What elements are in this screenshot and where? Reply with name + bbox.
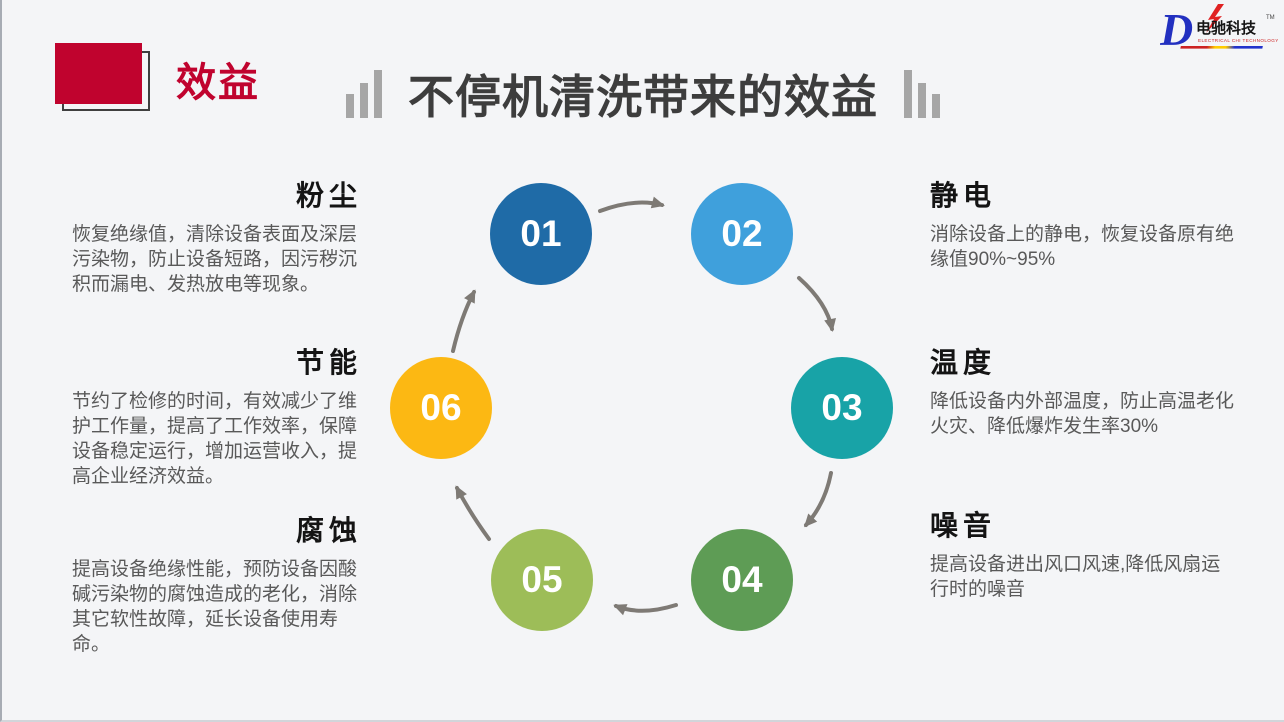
arrow-01-02 bbox=[598, 196, 665, 213]
brand-logo: D 电驰科技 TM ELECTRICAL CHI TECHNOLOGY bbox=[1159, 3, 1278, 57]
benefit-noise: 噪音 提高设备进出风口风速,降低风扇运行时的噪音 bbox=[930, 510, 1236, 602]
benefit-energy-saving: 节能 节约了检修的时间，有效减少了维护工作量，提高了工作效率，保障设备稳定运行，… bbox=[72, 347, 362, 489]
cycle-step-02: 02 bbox=[691, 183, 793, 285]
arrow-06-01 bbox=[451, 289, 476, 353]
benefit-body: 降低设备内外部温度，防止高温老化火灾、降低爆炸发生率30% bbox=[930, 390, 1235, 437]
benefit-body: 提高设备进出风口风速,降低风扇运行时的噪音 bbox=[930, 553, 1221, 600]
benefit-heading: 噪音 bbox=[930, 510, 997, 541]
benefit-heading: 温度 bbox=[930, 347, 997, 378]
cycle-step-04: 04 bbox=[691, 529, 793, 631]
arrow-02-03 bbox=[797, 276, 836, 332]
title-bars-left-icon bbox=[346, 70, 382, 120]
section-label: 效益 bbox=[176, 61, 260, 105]
benefit-heading: 粉尘 bbox=[295, 180, 362, 211]
benefit-body: 恢复绝缘值，清除设备表面及深层污染物，防止设备短路，因污秽沉积而漏电、发热放电等… bbox=[72, 223, 358, 295]
brand-logo-icon: D 电驰科技 TM ELECTRICAL CHI TECHNOLOGY bbox=[1159, 4, 1278, 55]
cycle-step-03: 03 bbox=[791, 357, 893, 459]
benefit-corrosion: 腐蚀 提高设备绝缘性能，预防设备因酸碱污染物的腐蚀造成的老化，消除其它软性故障，… bbox=[72, 515, 362, 657]
trademark-text: TM bbox=[1266, 15, 1275, 21]
benefit-static: 静电 消除设备上的静电，恢复设备原有绝缘值90%~95% bbox=[930, 180, 1236, 272]
benefit-body: 节约了检修的时间，有效减少了维护工作量，提高了工作效率，保障设备稳定运行，增加运… bbox=[72, 390, 358, 487]
cycle-step-01: 01 bbox=[490, 183, 592, 285]
arrow-03-04 bbox=[803, 471, 833, 528]
arrow-04-05 bbox=[613, 603, 678, 616]
cycle-step-06: 06 bbox=[390, 357, 492, 459]
benefit-heading: 静电 bbox=[930, 180, 997, 211]
title-bars-right-icon bbox=[904, 70, 940, 120]
page-title: 不停机清洗带来的效益 bbox=[408, 71, 878, 123]
brand-name-text: 电驰科技 bbox=[1196, 19, 1257, 37]
benefit-heading: 腐蚀 bbox=[295, 515, 362, 546]
benefit-body: 提高设备绝缘性能，预防设备因酸碱污染物的腐蚀造成的老化，消除其它软性故障，延长设… bbox=[72, 558, 358, 655]
benefit-temperature: 温度 降低设备内外部温度，防止高温老化火灾、降低爆炸发生率30% bbox=[930, 347, 1236, 439]
benefit-heading: 节能 bbox=[295, 347, 362, 378]
arrow-05-06 bbox=[455, 485, 491, 541]
brand-subtitle-text: ELECTRICAL CHI TECHNOLOGY bbox=[1198, 38, 1278, 43]
title-row: 不停机清洗带来的效益 bbox=[2, 70, 1284, 120]
cycle-step-05: 05 bbox=[491, 529, 593, 631]
benefit-dust: 粉尘 恢复绝缘值，清除设备表面及深层污染物，防止设备短路，因污秽沉积而漏电、发热… bbox=[72, 180, 362, 297]
corner-accent-box bbox=[55, 43, 142, 104]
benefit-body: 消除设备上的静电，恢复设备原有绝缘值90%~95% bbox=[930, 223, 1235, 270]
